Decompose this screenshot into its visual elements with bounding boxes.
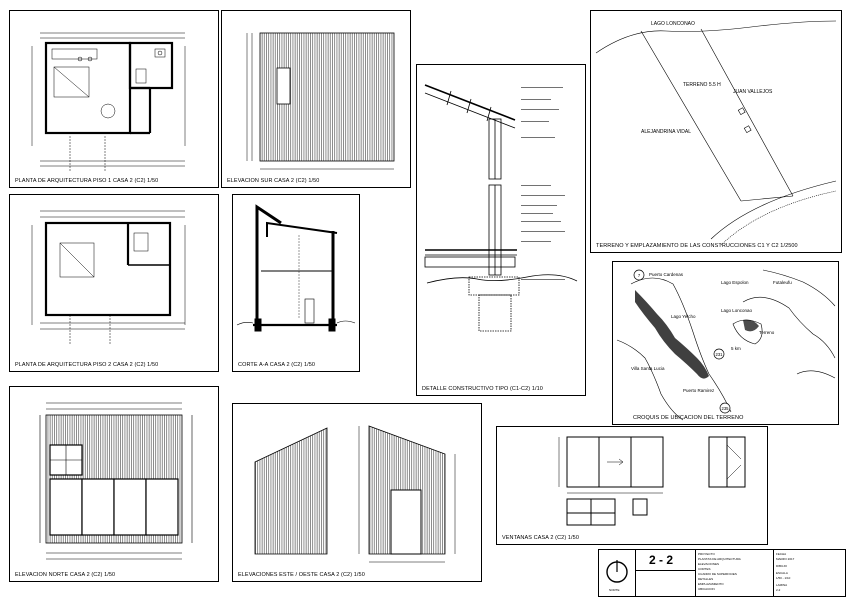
floor1-plan-drawing [31, 32, 186, 171]
panel-windows: VENTANAS CASA 2 (C2) 1/50 [496, 426, 768, 545]
location-map-drawing: 7 231 235 Puerto Cardenas Lago Espolon F… [616, 269, 836, 421]
panel-section-aa: CORTE A-A CASA 2 (C2) 1/50 [232, 194, 360, 372]
windows-drawing [558, 436, 746, 526]
panel-plan-floor1: PLANTA DE ARQUITECTURA PISO 1 CASA 2 (C2… [9, 10, 219, 188]
terrain-label: TERRENO 5.5 H [683, 82, 721, 88]
map-label: Villa Santa Lucia [631, 366, 665, 371]
terrain-label: LAGO LONCONAO [651, 21, 695, 27]
north-label: NORTE [609, 588, 620, 592]
project-info-cell: PROYECTO PLANTAS DE ARQUITECTURA ELEVACI… [695, 550, 774, 596]
tb-row: DIBUJO [776, 564, 788, 568]
tb-row: 1/50 - 1/10 [776, 576, 791, 580]
east-west-elevation-drawing [254, 425, 456, 563]
tb-row: PLANTAS DE ARQUITECTURA [698, 557, 741, 561]
map-label: Lago Espolon [721, 280, 749, 285]
map-label: Terreno [759, 330, 775, 335]
tb-row: UBICACION [698, 587, 715, 591]
south-elevation-drawing [246, 32, 395, 170]
route-shield: 7 [638, 273, 641, 278]
tb-row: ELEVACIONES [698, 562, 719, 566]
title-block: NORTE 2 - 2 PROYECTO PLANTAS DE ARQUITEC… [598, 549, 846, 597]
tb-row: ESCALA [776, 571, 788, 575]
panel-caption: TERRENO Y EMPLAZAMIENTO DE LAS CONSTRUCC… [596, 243, 798, 249]
section-aa-drawing [236, 204, 356, 332]
panel-caption: VENTANAS CASA 2 (C2) 1/50 [502, 535, 579, 541]
date-scale-cell: FECHA MARZO 2017 DIBUJO ESCALA 1/50 - 1/… [773, 550, 845, 596]
panel-caption: ELEVACION NORTE CASA 2 (C2) 1/50 [15, 572, 116, 578]
tb-row: DETALLES [698, 577, 714, 581]
panel-caption: PLANTA DE ARQUITECTURA PISO 1 CASA 2 (C2… [15, 178, 159, 184]
north-elevation-drawing [39, 402, 193, 560]
map-label: Puerto Ramirez [683, 388, 715, 393]
panel-elevation-south: ELEVACION SUR CASA 2 (C2) 1/50 [221, 10, 411, 188]
tb-row: FECHA [776, 552, 787, 556]
panel-construction-detail: DETALLE CONSTRUCTIVO TIPO (C1-C2) 1/10 [416, 64, 586, 396]
panel-caption: DETALLE CONSTRUCTIVO TIPO (C1-C2) 1/10 [422, 386, 543, 392]
route-shield: 235 [722, 406, 730, 411]
north-arrow-cell: NORTE [599, 550, 636, 596]
tb-row: LAMINA [776, 583, 788, 587]
floor2-plan-drawing [31, 210, 186, 345]
panel-caption: CROQUIS DE UBICACION DEL TERRENO [633, 415, 744, 421]
panel-caption: CORTE A-A CASA 2 (C2) 1/50 [238, 362, 316, 368]
panel-caption: ELEVACIONES ESTE / OESTE CASA 2 (C2) 1/5… [238, 572, 365, 578]
map-label: 5 km [731, 346, 741, 351]
route-shield: 231 [716, 352, 724, 357]
map-label: Lago Yelcho [671, 314, 696, 319]
terrain-label: JUAN VALLEJOS [733, 89, 773, 95]
terrain-label: ALEJANDRINA VIDAL [641, 129, 691, 135]
terrain-site-drawing: LAGO LONCONAO TERRENO 5.5 H JUAN VALLEJO… [595, 20, 837, 246]
tb-row: CUADRO DE SUPERFICIES [698, 572, 737, 576]
sheet-number: 2 - 2 [649, 553, 674, 567]
tb-row: EMPLAZAMIENTO [698, 582, 724, 586]
panel-location-sketch: 7 231 235 Puerto Cardenas Lago Espolon F… [612, 261, 839, 425]
panel-elevation-east-west: ELEVACIONES ESTE / OESTE CASA 2 (C2) 1/5… [232, 403, 482, 582]
tb-row: CORTES [698, 567, 711, 571]
map-label: Futaleufu [773, 280, 792, 285]
north-arrow-icon [606, 560, 628, 583]
panel-plan-floor2: PLANTA DE ARQUITECTURA PISO 2 CASA 2 (C2… [9, 194, 219, 372]
panel-caption: PLANTA DE ARQUITECTURA PISO 2 CASA 2 (C2… [15, 362, 159, 368]
map-label: Lago Lonconao [721, 308, 753, 313]
tb-row: PROYECTO [698, 552, 715, 556]
tb-row: MARZO 2017 [776, 557, 795, 561]
sheet-number-cell: 2 - 2 [635, 550, 696, 596]
tb-row: 2-2 [776, 588, 781, 592]
panel-caption: ELEVACION SUR CASA 2 (C2) 1/50 [227, 178, 320, 184]
construction-detail-drawing [424, 84, 578, 332]
map-label: Puerto Cardenas [649, 272, 684, 277]
panel-elevation-north: ELEVACION NORTE CASA 2 (C2) 1/50 [9, 386, 219, 582]
panel-terrain: LAGO LONCONAO TERRENO 5.5 H JUAN VALLEJO… [590, 10, 842, 253]
